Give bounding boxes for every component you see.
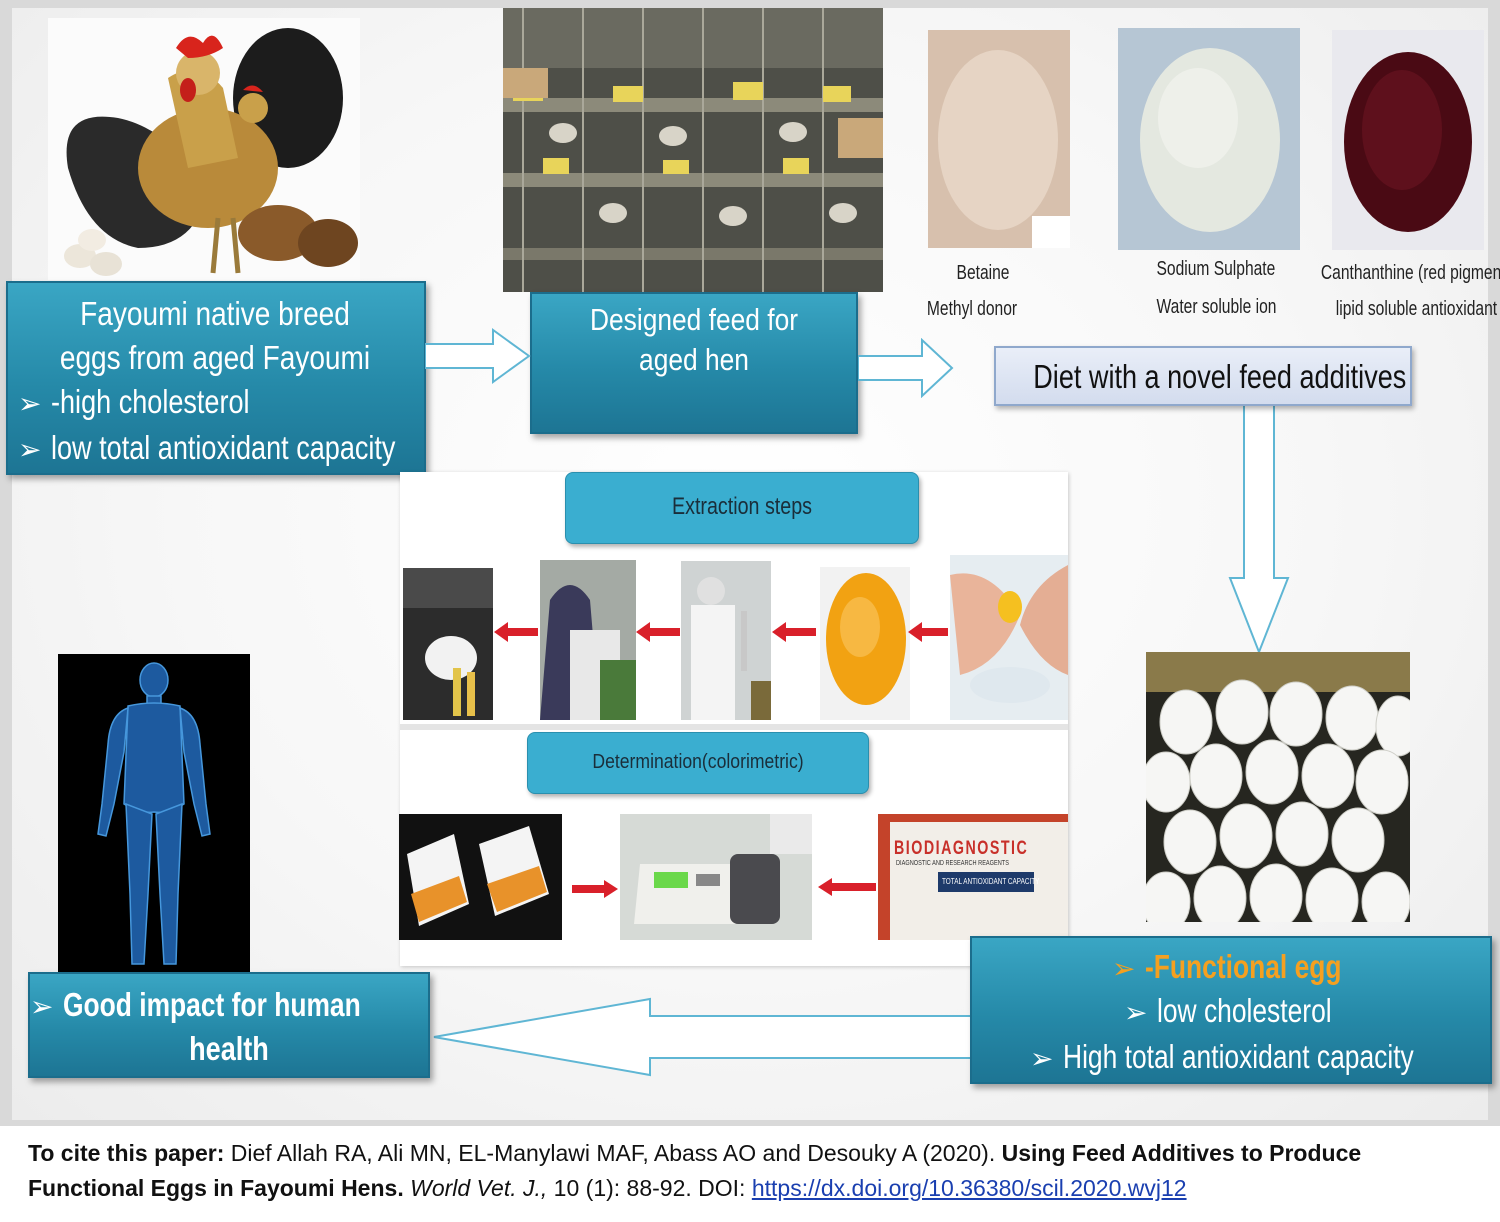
red-arrow-left-icon — [818, 878, 876, 896]
bullet-arrow-icon: ➢ — [18, 434, 42, 465]
kit-boxes-photo — [399, 814, 562, 940]
red-arrow-left-icon — [772, 622, 816, 642]
citation: To cite this paper: Dief Allah RA, Ali M… — [28, 1136, 1478, 1206]
powder-illustration — [928, 30, 1070, 248]
functional-egg-text: -Functional egg — [1144, 948, 1342, 985]
eggs-illustration — [1146, 652, 1410, 922]
spectrophotometer-icon — [620, 814, 812, 940]
betaine-powder-photo — [928, 30, 1070, 248]
kit-brand-text: BIODIAGNOSTIC — [894, 838, 1029, 859]
lab-worker-illustration — [540, 560, 636, 720]
human-impact-line-1: ➢ Good impact for human — [30, 986, 428, 1024]
functional-egg-box: ➢ -Functional egg ➢ low cholesterol ➢ Hi… — [970, 936, 1492, 1084]
human-impact-text: Good impact for human — [62, 986, 361, 1023]
red-arrow-left-icon — [908, 622, 948, 642]
human-body-photo — [58, 654, 250, 972]
citation-volume: 10 (1): 88-92. DOI: — [547, 1175, 752, 1201]
fayoumi-problem-box: Fayoumi native breed eggs from aged Fayo… — [6, 281, 426, 475]
sodium-sulphate-role: Water soluble ion — [1156, 296, 1277, 318]
fayoumi-title-2: eggs from aged Fayoumi — [59, 339, 371, 376]
bullet-text: low total antioxidant capacity — [50, 429, 396, 466]
citation-authors: Dief Allah RA, Ali MN, EL-Manylawi MAF, … — [224, 1140, 1002, 1166]
extraction-photo-tubes — [403, 568, 493, 720]
powder-illustration — [1118, 28, 1300, 250]
diet-box: Diet with a novel feed additives — [994, 346, 1412, 406]
test-tubes-illustration — [403, 568, 493, 720]
extraction-photo-pipetting — [681, 561, 771, 720]
citation-title: Using Feed Additives to Produce Function… — [28, 1140, 1362, 1201]
bullet-arrow-icon: ➢ — [1124, 997, 1148, 1028]
canthaxanthine-name: Canthanthine (red pigment) — [1320, 262, 1500, 284]
bullet-arrow-icon: ➢ — [18, 388, 42, 419]
extraction-photo-egg-cracking — [950, 555, 1068, 720]
designed-feed-line-1: Designed feed for — [589, 302, 799, 337]
sodium-sulphate-name: Sodium Sulphate — [1156, 258, 1276, 280]
fayoumi-bullet-2: ➢ low total antioxidant capacity — [18, 429, 471, 467]
arrow-right-icon — [858, 338, 954, 398]
pipetting-illustration — [681, 561, 771, 720]
citation-doi-link[interactable]: https://dx.doi.org/10.36380/scil.2020.wv… — [751, 1175, 1187, 1201]
red-arrow-left-icon — [494, 622, 538, 642]
biodiagnostic-kit-photo: BIODIAGNOSTIC DIAGNOSTIC AND RESEARCH RE… — [878, 814, 1068, 940]
cages-illustration — [503, 8, 883, 292]
red-arrow-right-icon — [572, 880, 618, 898]
egg-yolk-icon — [820, 567, 910, 720]
citation-label: To cite this paper: — [28, 1140, 225, 1166]
fayoumi-chickens-photo — [48, 18, 360, 280]
designed-feed-line-2: aged hen — [639, 342, 749, 377]
extraction-steps-label: Extraction steps — [565, 472, 919, 544]
functional-bullet-3: ➢ High total antioxidant capacity — [1030, 1038, 1500, 1076]
betaine-name: Betaine — [956, 262, 1010, 284]
extraction-steps-text: Extraction steps — [671, 493, 813, 520]
spectrophotometer-photo — [620, 814, 812, 940]
chickens-illustration — [64, 28, 358, 276]
extraction-photo-yolk — [820, 567, 910, 720]
determination-text: Determination(colorimetric) — [592, 751, 804, 773]
designed-feed-box: Designed feed for aged hen — [530, 292, 858, 434]
diet-box-text: Diet with a novel feed additives — [1033, 358, 1407, 395]
arrow-down-icon — [1228, 402, 1290, 654]
fayoumi-title-1: Fayoumi native breed — [80, 295, 350, 332]
low-cholesterol-text: low cholesterol — [1156, 992, 1332, 1029]
functional-bullet-2: ➢ low cholesterol — [1124, 992, 1375, 1030]
high-antioxidant-text: High total antioxidant capacity — [1062, 1038, 1414, 1075]
fayoumi-bullet-1: ➢ -high cholesterol — [18, 383, 293, 421]
bullet-arrow-icon: ➢ — [1030, 1043, 1054, 1074]
egg-cracking-illustration — [950, 555, 1068, 720]
kit-boxes-illustration — [399, 814, 562, 940]
kit-product-text: TOTAL ANTIOXIDANT CAPACITY — [942, 877, 1040, 886]
bullet-arrow-icon: ➢ — [1112, 953, 1136, 984]
human-body-icon — [58, 654, 250, 972]
panel-divider — [400, 724, 1068, 730]
arrow-right-icon — [425, 328, 531, 384]
caged-hens-photo — [503, 8, 883, 292]
sodium-sulphate-photo — [1118, 28, 1300, 250]
determination-label: Determination(colorimetric) — [527, 732, 869, 794]
functional-bullet-1: ➢ -Functional egg — [1112, 948, 1390, 986]
pigment-illustration — [1332, 30, 1484, 250]
citation-journal: World Vet. J., — [403, 1175, 548, 1201]
human-impact-line-2: health — [189, 1030, 269, 1067]
bullet-text: -high cholesterol — [50, 383, 250, 420]
betaine-role: Methyl donor — [926, 298, 1018, 320]
red-arrow-left-icon — [636, 622, 680, 642]
arrow-left-icon — [433, 997, 973, 1077]
white-eggs-photo — [1146, 652, 1410, 922]
canthaxanthine-photo — [1332, 30, 1484, 250]
extraction-photo-lab-worker — [540, 560, 636, 720]
bullet-arrow-icon: ➢ — [30, 991, 54, 1022]
kit-package-illustration — [878, 814, 1068, 940]
canthaxanthine-role: lipid soluble antioxidant — [1335, 298, 1498, 320]
human-impact-box: ➢ Good impact for human health — [28, 972, 430, 1078]
kit-subtitle-text: DIAGNOSTIC AND RESEARCH REAGENTS — [896, 860, 1009, 867]
